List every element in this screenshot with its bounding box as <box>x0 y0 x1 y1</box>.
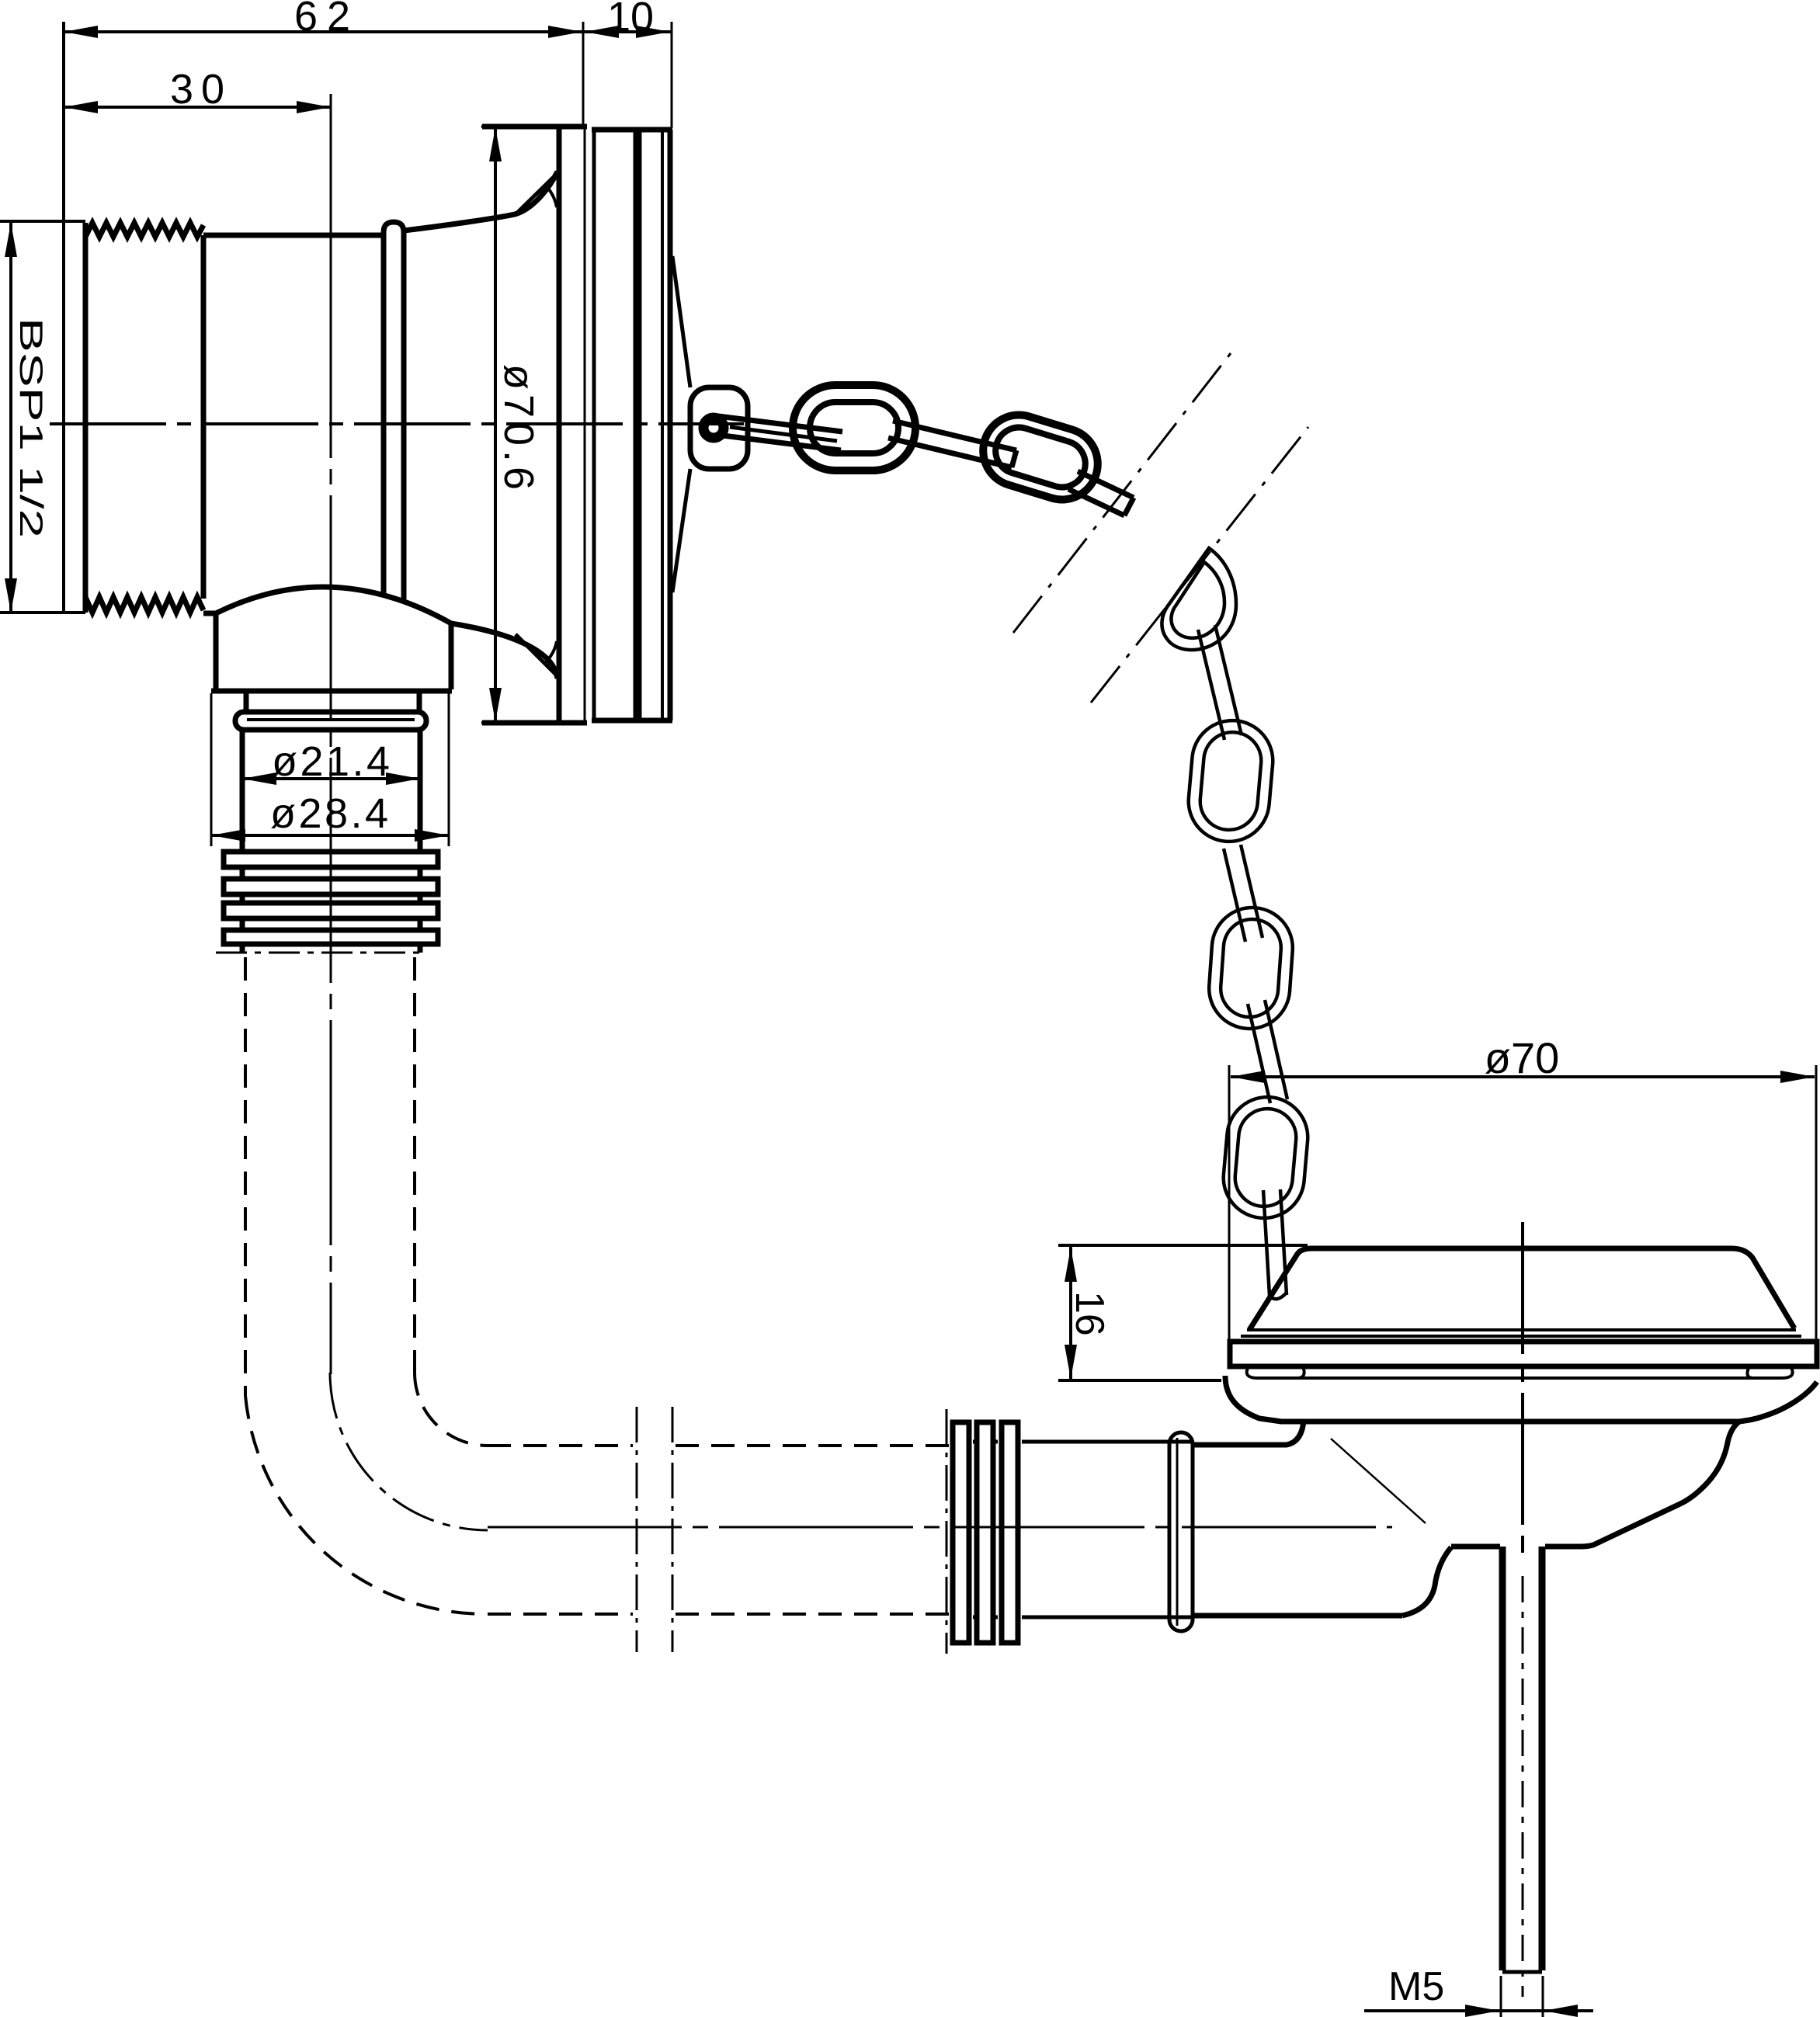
svg-text:BSP1 1/2: BSP1 1/2 <box>13 318 50 538</box>
svg-text:ø70.6: ø70.6 <box>495 364 542 490</box>
svg-text:ø70: ø70 <box>1485 1033 1560 1082</box>
svg-text:10: 10 <box>607 0 654 40</box>
svg-text:16: 16 <box>1067 1291 1112 1336</box>
svg-text:ø28.4: ø28.4 <box>270 790 388 837</box>
svg-text:M5: M5 <box>1388 1964 1444 2009</box>
svg-text:ø21.4: ø21.4 <box>272 738 390 785</box>
